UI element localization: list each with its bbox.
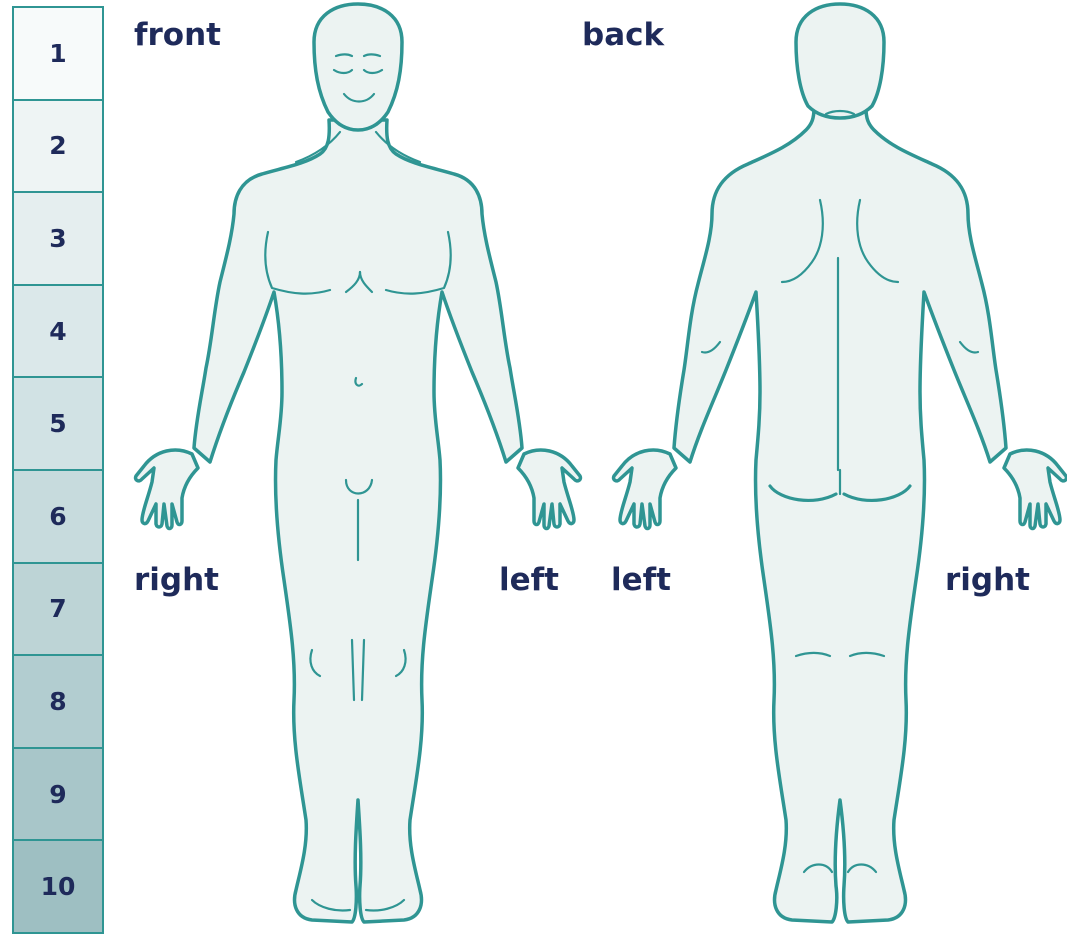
front-figure	[136, 4, 581, 922]
front-left-hand	[518, 450, 580, 529]
back-right-hand	[1004, 450, 1066, 529]
back-left-hand	[614, 450, 676, 529]
back-figure	[614, 4, 1067, 922]
front-right-hand	[136, 450, 198, 529]
